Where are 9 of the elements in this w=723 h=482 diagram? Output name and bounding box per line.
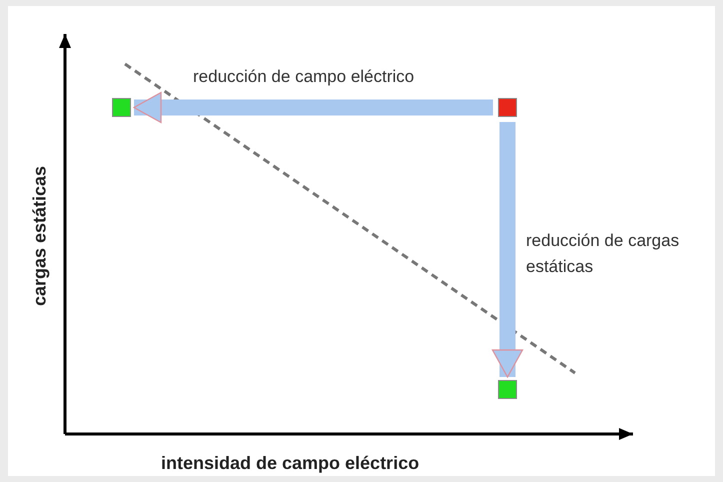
square-marker: [112, 98, 131, 117]
axis-title: intensidad de campo eléctrico: [161, 453, 420, 474]
square-marker: [498, 380, 517, 399]
arrow: [133, 92, 493, 124]
edge-label: reducción de cargas estáticas: [526, 230, 680, 278]
square-marker: [498, 98, 517, 117]
axis-title: cargas estáticas: [30, 166, 50, 306]
arrow: [492, 122, 524, 378]
edge-label: reducción de campo eléctrico: [193, 66, 414, 88]
